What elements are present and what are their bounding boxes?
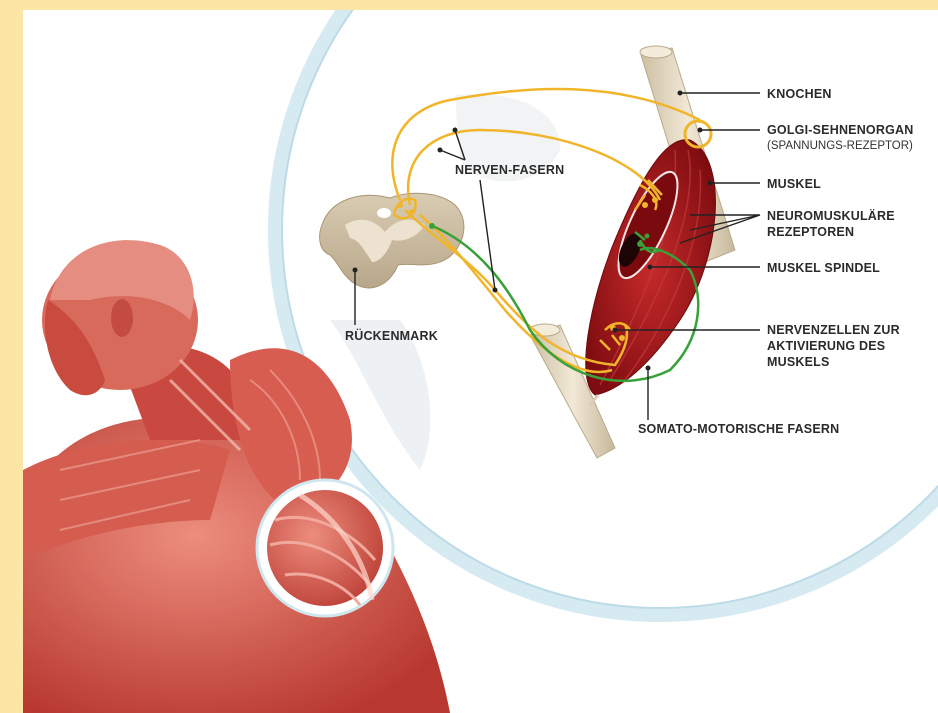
label-golgi-title: GOLGI-SEHNENORGAN — [767, 122, 913, 138]
label-golgi-sehnenorgan: GOLGI-SEHNENORGAN (SPANNUNGS-REZEPTOR) — [767, 122, 913, 154]
label-nervenzellen-line1: NERVENZELLEN ZUR — [767, 322, 900, 338]
label-muskel-spindel: MUSKEL SPINDEL — [767, 260, 880, 276]
small-magnifier — [257, 480, 393, 616]
label-nervenzellen-line2: AKTIVIERUNG DES — [767, 338, 900, 354]
label-nervenzellen: NERVENZELLEN ZUR AKTIVIERUNG DES MUSKELS — [767, 322, 900, 370]
label-nervenzellen-line3: MUSKELS — [767, 354, 900, 370]
label-muskel: MUSKEL — [767, 176, 821, 192]
label-golgi-sub: (SPANNUNGS-REZEPTOR) — [767, 138, 913, 154]
label-knochen: KNOCHEN — [767, 86, 832, 102]
label-somato-motorische-fasern: SOMATO-MOTORISCHE FASERN — [638, 421, 839, 437]
label-neuromuskulaere-rezeptoren: NEUROMUSKULÄRE REZEPTOREN — [767, 208, 895, 240]
label-rueckenmark: RÜCKENMARK — [345, 328, 438, 344]
label-neuro-line2: REZEPTOREN — [767, 224, 895, 240]
label-neuro-line1: NEUROMUSKULÄRE — [767, 208, 895, 224]
label-nerven-fasern: NERVEN-FASERN — [455, 162, 564, 178]
